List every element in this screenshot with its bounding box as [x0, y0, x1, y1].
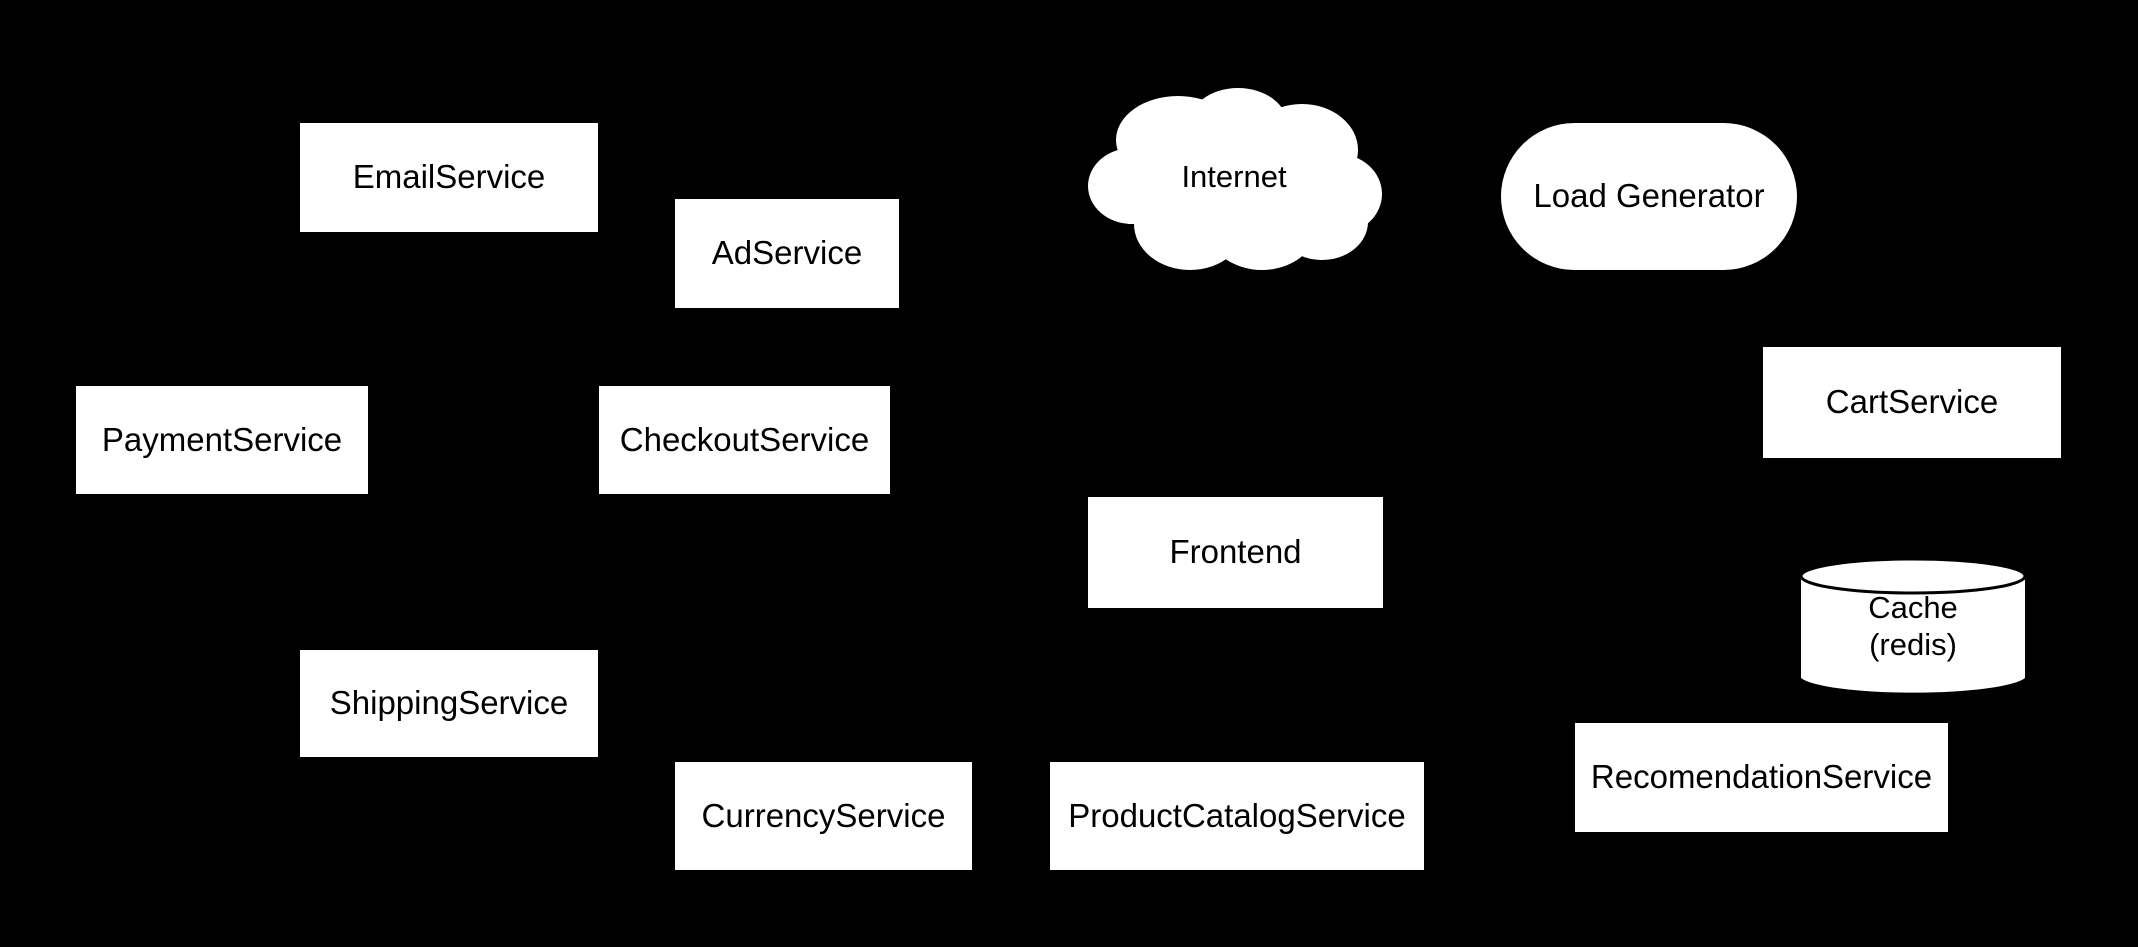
node-emailservice[interactable]: EmailService [300, 123, 598, 232]
node-checkoutservice[interactable]: CheckoutService [599, 386, 890, 494]
node-emailservice-label: EmailService [352, 158, 546, 196]
node-adservice-label: AdService [711, 234, 863, 272]
database-cylinder-icon [1799, 557, 2027, 693]
cloud-icon [1088, 88, 1382, 270]
node-paymentservice-label: PaymentService [101, 420, 343, 458]
node-loadgenerator[interactable]: Load Generator [1501, 123, 1797, 270]
node-adservice[interactable]: AdService [675, 199, 899, 308]
node-internet[interactable]: Internet [1086, 82, 1382, 272]
node-productcatalogservice-label: ProductCatalogService [1068, 796, 1406, 834]
node-cache-label: Cache (redis) [1868, 590, 1958, 662]
node-frontend-label: Frontend [1169, 533, 1302, 571]
node-cartservice[interactable]: CartService [1763, 347, 2061, 458]
node-shippingservice[interactable]: ShippingService [300, 650, 598, 757]
node-cache[interactable]: Cache (redis) [1799, 556, 2027, 698]
node-internet-label: Internet [1181, 158, 1287, 194]
node-recomendationservice-label: RecomendationService [1590, 758, 1933, 796]
node-recomendationservice[interactable]: RecomendationService [1575, 723, 1948, 832]
node-frontend[interactable]: Frontend [1088, 497, 1383, 608]
node-productcatalogservice[interactable]: ProductCatalogService [1050, 762, 1424, 870]
node-paymentservice[interactable]: PaymentService [76, 386, 368, 494]
node-cartservice-label: CartService [1825, 383, 1999, 421]
node-currencyservice[interactable]: CurrencyService [675, 762, 972, 870]
node-loadgenerator-label: Load Generator [1533, 177, 1765, 215]
node-checkoutservice-label: CheckoutService [619, 420, 870, 458]
node-shippingservice-label: ShippingService [329, 684, 569, 722]
node-currencyservice-label: CurrencyService [701, 796, 946, 834]
